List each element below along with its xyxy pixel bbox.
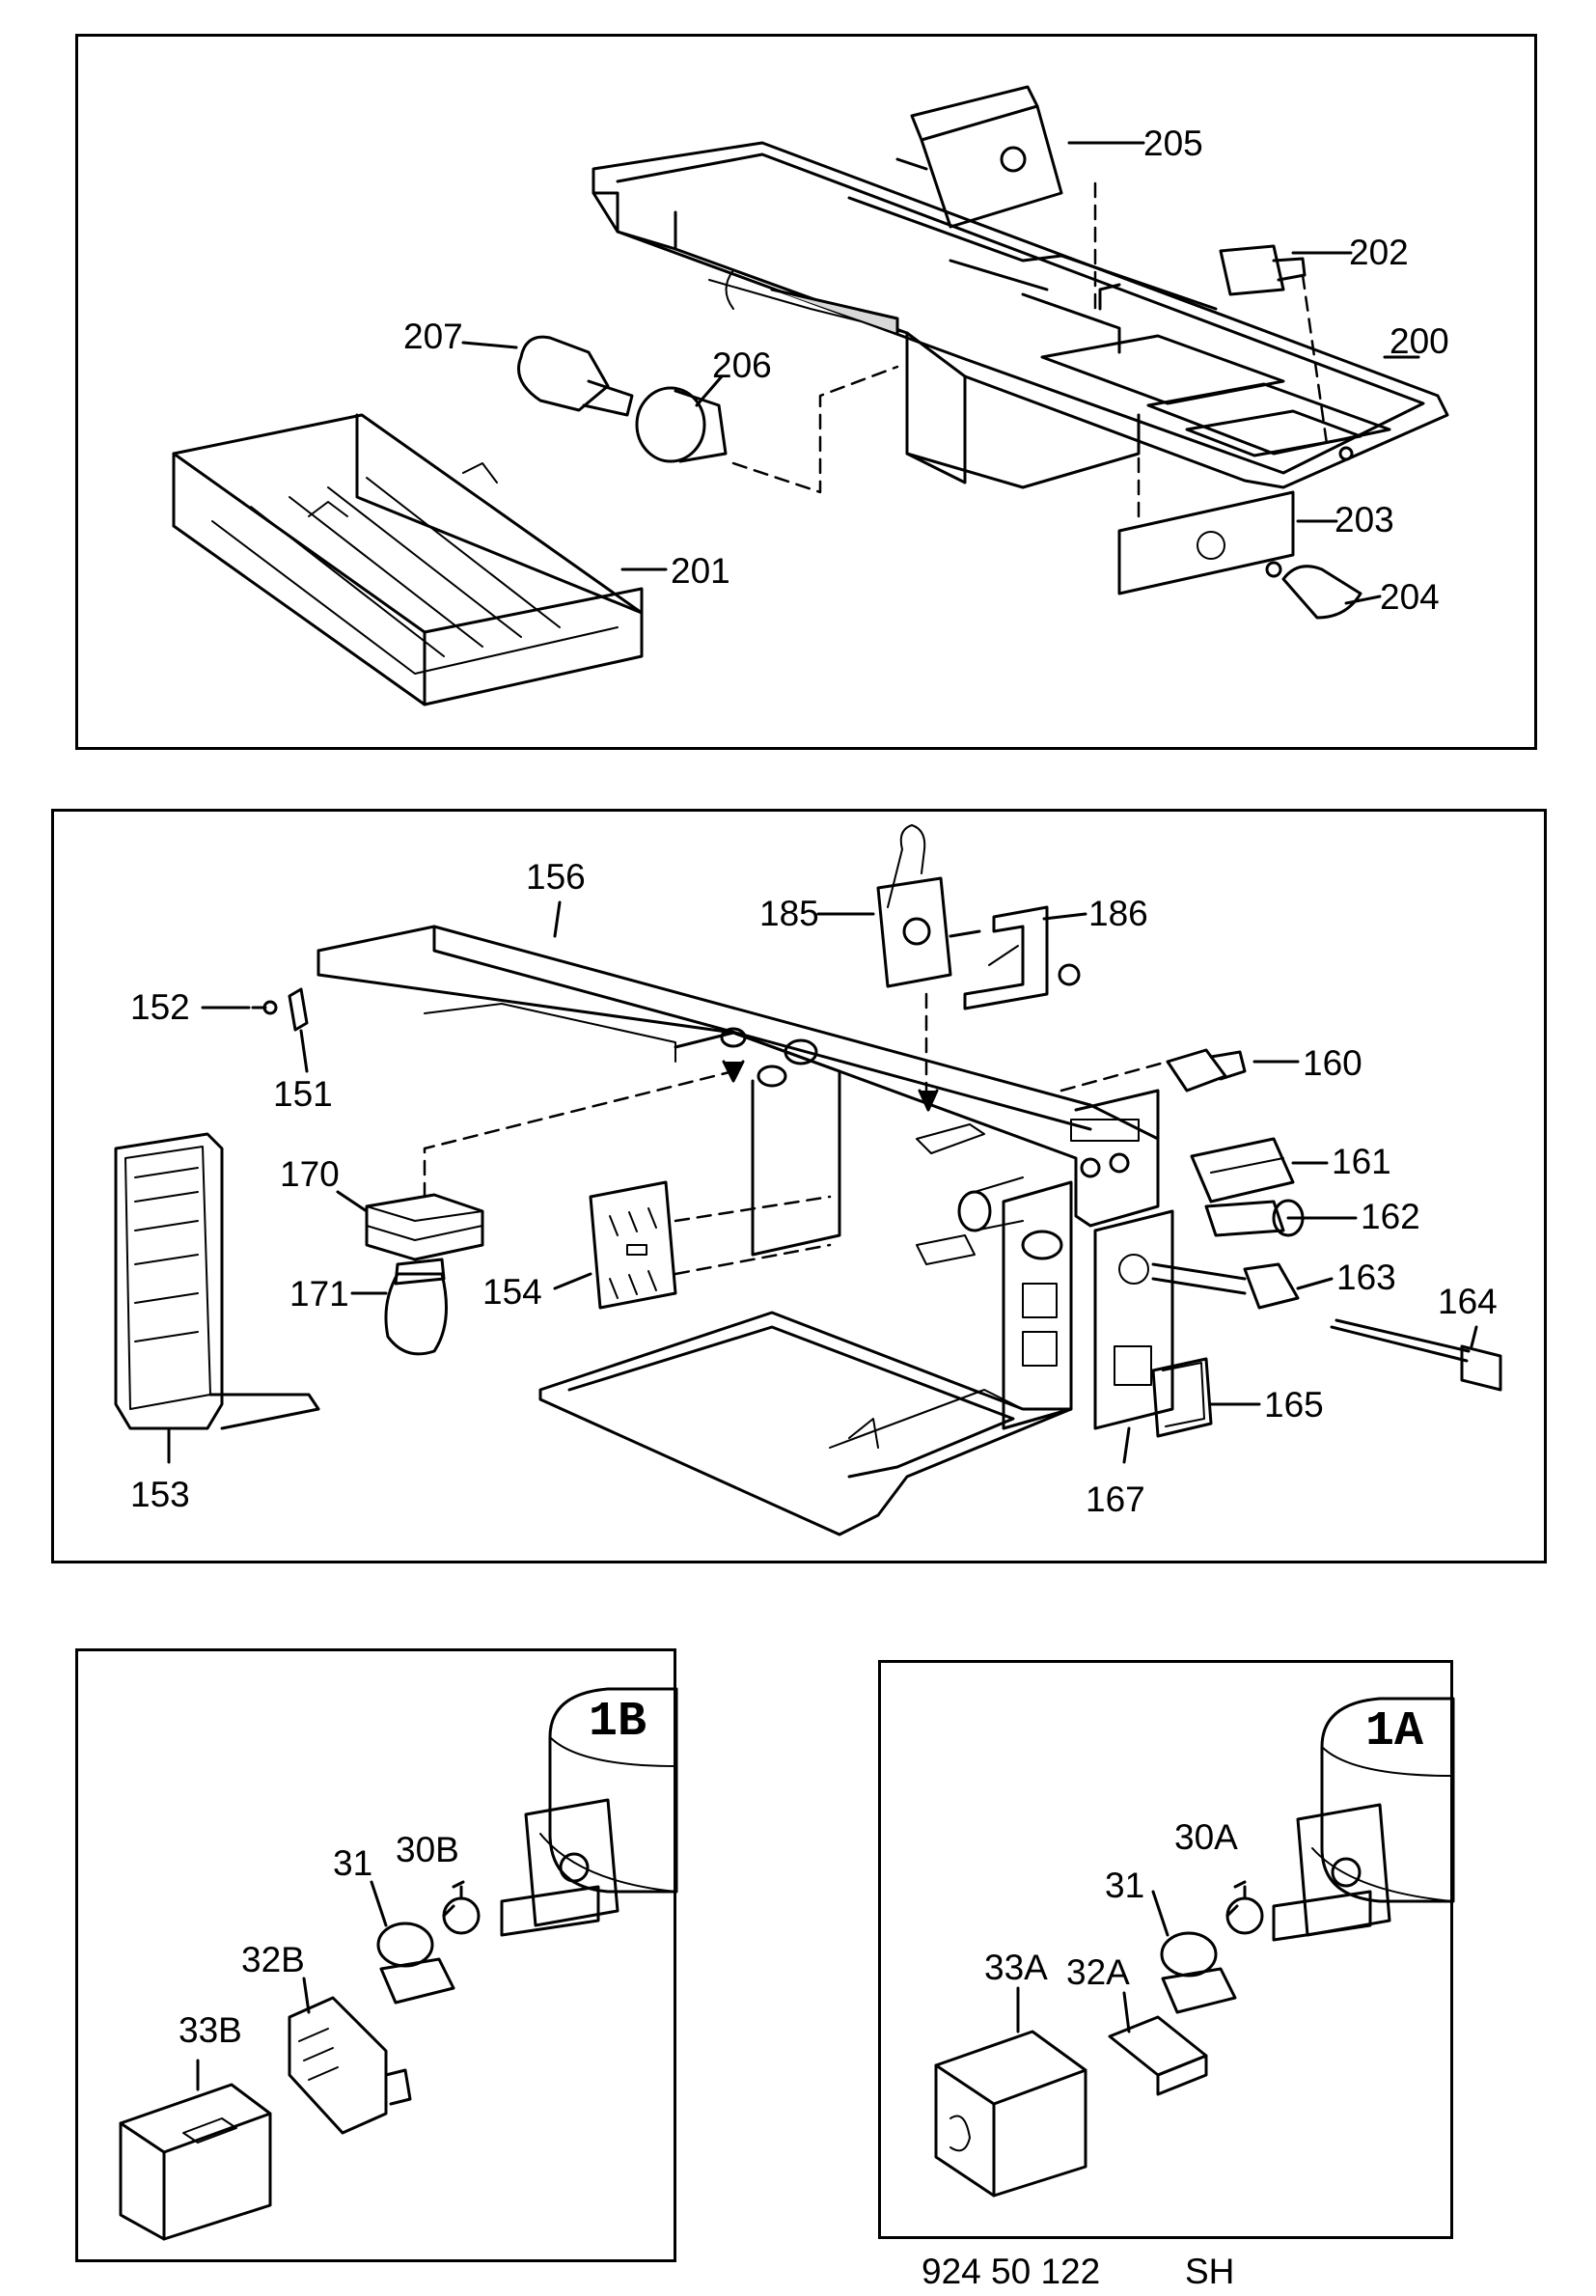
part-161-switch bbox=[1190, 1137, 1295, 1203]
callout-31-b: 31 bbox=[333, 1843, 373, 1883]
part-32b-relay bbox=[288, 1996, 412, 2135]
compressor-1b bbox=[500, 1687, 678, 1937]
callout-162: 162 bbox=[1361, 1197, 1420, 1236]
part-33b-cover bbox=[119, 2083, 272, 2241]
callout-33a: 33A bbox=[984, 1948, 1048, 1987]
part-151-clip bbox=[288, 987, 309, 1032]
callout-156: 156 bbox=[526, 857, 586, 897]
badge-1a: 1A bbox=[1365, 1704, 1424, 1759]
callout-167: 167 bbox=[1086, 1480, 1145, 1519]
part-160-connector bbox=[1166, 1048, 1247, 1093]
part-207-bulb bbox=[517, 335, 634, 417]
callout-152: 152 bbox=[130, 987, 190, 1027]
callout-165: 165 bbox=[1264, 1385, 1324, 1425]
callout-203: 203 bbox=[1335, 500, 1394, 539]
part-31-clamp-a bbox=[1160, 1931, 1237, 2014]
panel-bottom-left-frame bbox=[75, 1648, 676, 2262]
callout-32a: 32A bbox=[1066, 1952, 1130, 1992]
part-200-tray bbox=[592, 141, 1449, 489]
part-31-clamp-b bbox=[376, 1922, 455, 2005]
part-204-knob bbox=[1265, 561, 1362, 620]
part-202-switch bbox=[1219, 244, 1307, 296]
callout-164: 164 bbox=[1438, 1282, 1498, 1321]
callout-30b: 30B bbox=[396, 1830, 459, 1869]
callout-161: 161 bbox=[1332, 1142, 1391, 1181]
callout-205: 205 bbox=[1143, 124, 1203, 163]
part-201-drawer bbox=[172, 413, 644, 706]
part-186-bracket bbox=[963, 905, 1081, 1010]
badge-1b: 1B bbox=[589, 1695, 647, 1750]
callout-185: 185 bbox=[759, 894, 819, 933]
part-33a-cover bbox=[934, 2030, 1087, 2198]
callout-206: 206 bbox=[712, 346, 772, 385]
callout-32b: 32B bbox=[241, 1940, 305, 1979]
callout-170: 170 bbox=[280, 1154, 340, 1194]
callout-202: 202 bbox=[1349, 233, 1409, 272]
part-165-button bbox=[1151, 1357, 1213, 1438]
part-164-pin bbox=[1330, 1318, 1502, 1392]
callout-151: 151 bbox=[273, 1074, 333, 1114]
part-152-screw bbox=[251, 1000, 278, 1015]
part-163-shaft bbox=[1151, 1262, 1300, 1310]
part-185-thermostat bbox=[876, 824, 981, 988]
panel-bottom-right-frame bbox=[878, 1660, 1453, 2239]
callout-171: 171 bbox=[289, 1274, 349, 1314]
callout-153: 153 bbox=[130, 1475, 190, 1514]
part-32a-relay bbox=[1108, 2015, 1208, 2096]
footer-code: 924 50 122 bbox=[922, 2252, 1101, 2291]
part-170-holder bbox=[365, 1193, 484, 1261]
callout-201: 201 bbox=[671, 551, 730, 591]
callout-204: 204 bbox=[1380, 577, 1440, 617]
part-30a-plug bbox=[1225, 1885, 1264, 1935]
callout-33b: 33B bbox=[179, 2010, 242, 2050]
callout-207: 207 bbox=[403, 317, 463, 356]
part-153-cover bbox=[114, 1132, 320, 1430]
part-167-panel bbox=[1093, 1209, 1174, 1430]
callout-200: 200 bbox=[1390, 321, 1449, 361]
part-154-board bbox=[589, 1180, 677, 1310]
part-203-plate bbox=[1117, 490, 1295, 595]
part-206-socket bbox=[635, 386, 728, 463]
part-205-thermostat bbox=[895, 85, 1063, 229]
panel-middle-frame bbox=[51, 809, 1547, 1563]
callout-30a: 30A bbox=[1174, 1817, 1238, 1857]
part-156-bracket bbox=[316, 925, 1160, 1536]
footer-suffix: SH bbox=[1185, 2252, 1235, 2291]
compressor-1a bbox=[1272, 1697, 1455, 1942]
part-30b-plug bbox=[442, 1885, 481, 1935]
part-171-bulb bbox=[384, 1258, 448, 1356]
callout-186: 186 bbox=[1088, 894, 1148, 933]
callout-160: 160 bbox=[1303, 1043, 1362, 1083]
callout-31-a: 31 bbox=[1105, 1866, 1145, 1905]
callout-154: 154 bbox=[482, 1272, 542, 1312]
callout-163: 163 bbox=[1336, 1258, 1396, 1297]
